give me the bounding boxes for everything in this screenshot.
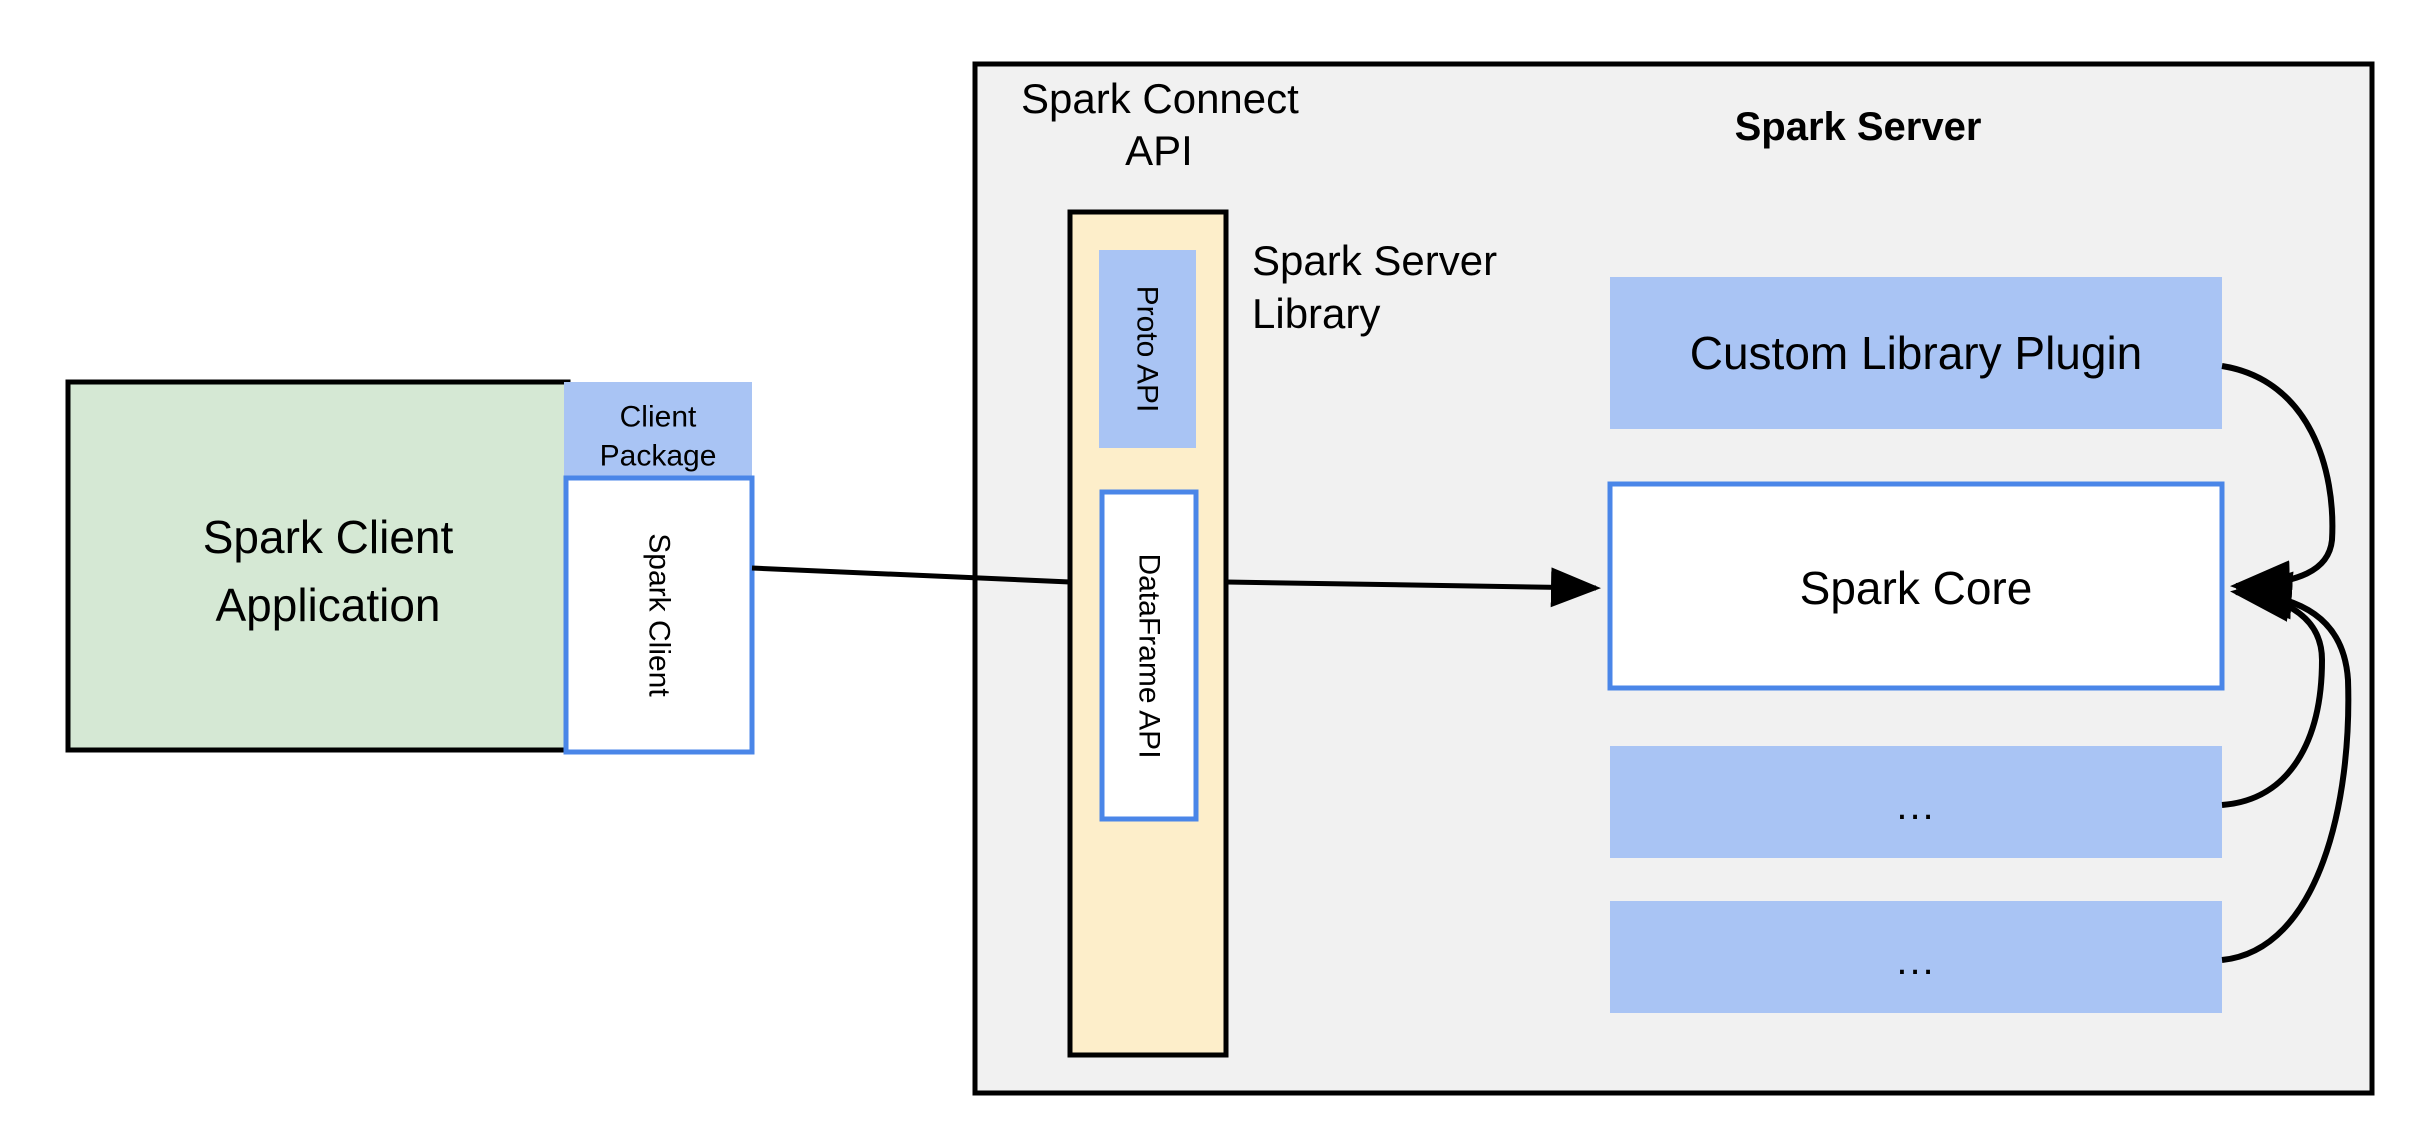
spark-core-box[interactable]: Spark Core bbox=[1607, 481, 2225, 691]
proto-api-box[interactable]: Proto API bbox=[1099, 250, 1196, 448]
connector-client-to-library bbox=[751, 565, 1071, 585]
proto-api-box-rect[interactable] bbox=[1099, 250, 1196, 448]
spark-client-application-box-rect[interactable] bbox=[65, 379, 571, 753]
spark-core-box-label: Spark Core bbox=[1800, 562, 2033, 614]
connector-ellipsis2-to-spark-core bbox=[2221, 571, 2352, 963]
spark-core-box-rect[interactable] bbox=[1607, 481, 2225, 691]
custom-library-plugin-box-rect[interactable] bbox=[1610, 277, 2222, 429]
client-package-box-label-line1: Client bbox=[620, 401, 697, 434]
ellipsis-box-1-label: ... bbox=[1896, 784, 1935, 828]
spark-client-box-rect[interactable] bbox=[563, 475, 755, 755]
spark-server-library-label: Spark Server Library bbox=[1252, 237, 1497, 337]
spark-server-library-label-line2: Library bbox=[1252, 290, 1380, 337]
spark-client-application-box-label-line1: Spark Client bbox=[203, 511, 454, 563]
custom-library-plugin-box-label: Custom Library Plugin bbox=[1690, 327, 2143, 379]
proto-api-box-label: Proto API bbox=[1131, 286, 1164, 413]
spark-client-application-box[interactable]: Spark Client Application bbox=[65, 379, 571, 753]
dataframe-api-box-rect[interactable] bbox=[1099, 489, 1199, 822]
client-package-box[interactable]: Client Package bbox=[564, 382, 752, 478]
connector-library-to-spark-core bbox=[1225, 567, 1601, 608]
custom-library-plugin-box[interactable]: Custom Library Plugin bbox=[1610, 277, 2222, 429]
ellipsis-box-1-rect[interactable] bbox=[1610, 746, 2222, 858]
spark-server-library-label-line1: Spark Server bbox=[1252, 237, 1497, 284]
ellipsis-box-2-rect[interactable] bbox=[1610, 901, 2222, 1013]
spark-connect-api-label: Spark Connect API bbox=[1021, 75, 1299, 174]
dataframe-api-box-label: DataFrame API bbox=[1133, 553, 1166, 758]
ellipsis-box-2-label: ... bbox=[1896, 939, 1935, 983]
dataframe-api-box[interactable]: DataFrame API bbox=[1099, 489, 1199, 822]
client-package-box-rect[interactable] bbox=[564, 382, 752, 478]
spark-client-box-label: Spark Client bbox=[643, 533, 676, 697]
client-package-box-label-line2: Package bbox=[600, 440, 717, 473]
spark-client-box[interactable]: Spark Client bbox=[563, 475, 755, 755]
spark-connect-api-label-line2: API bbox=[1125, 127, 1193, 174]
ellipsis-box-1[interactable]: ... bbox=[1610, 746, 2222, 858]
spark-server-title: Spark Server bbox=[1735, 105, 1982, 149]
spark-connect-api-label-line1: Spark Connect bbox=[1021, 75, 1299, 122]
spark-client-application-box-label-line2: Application bbox=[215, 579, 440, 631]
ellipsis-box-2[interactable]: ... bbox=[1610, 901, 2222, 1013]
